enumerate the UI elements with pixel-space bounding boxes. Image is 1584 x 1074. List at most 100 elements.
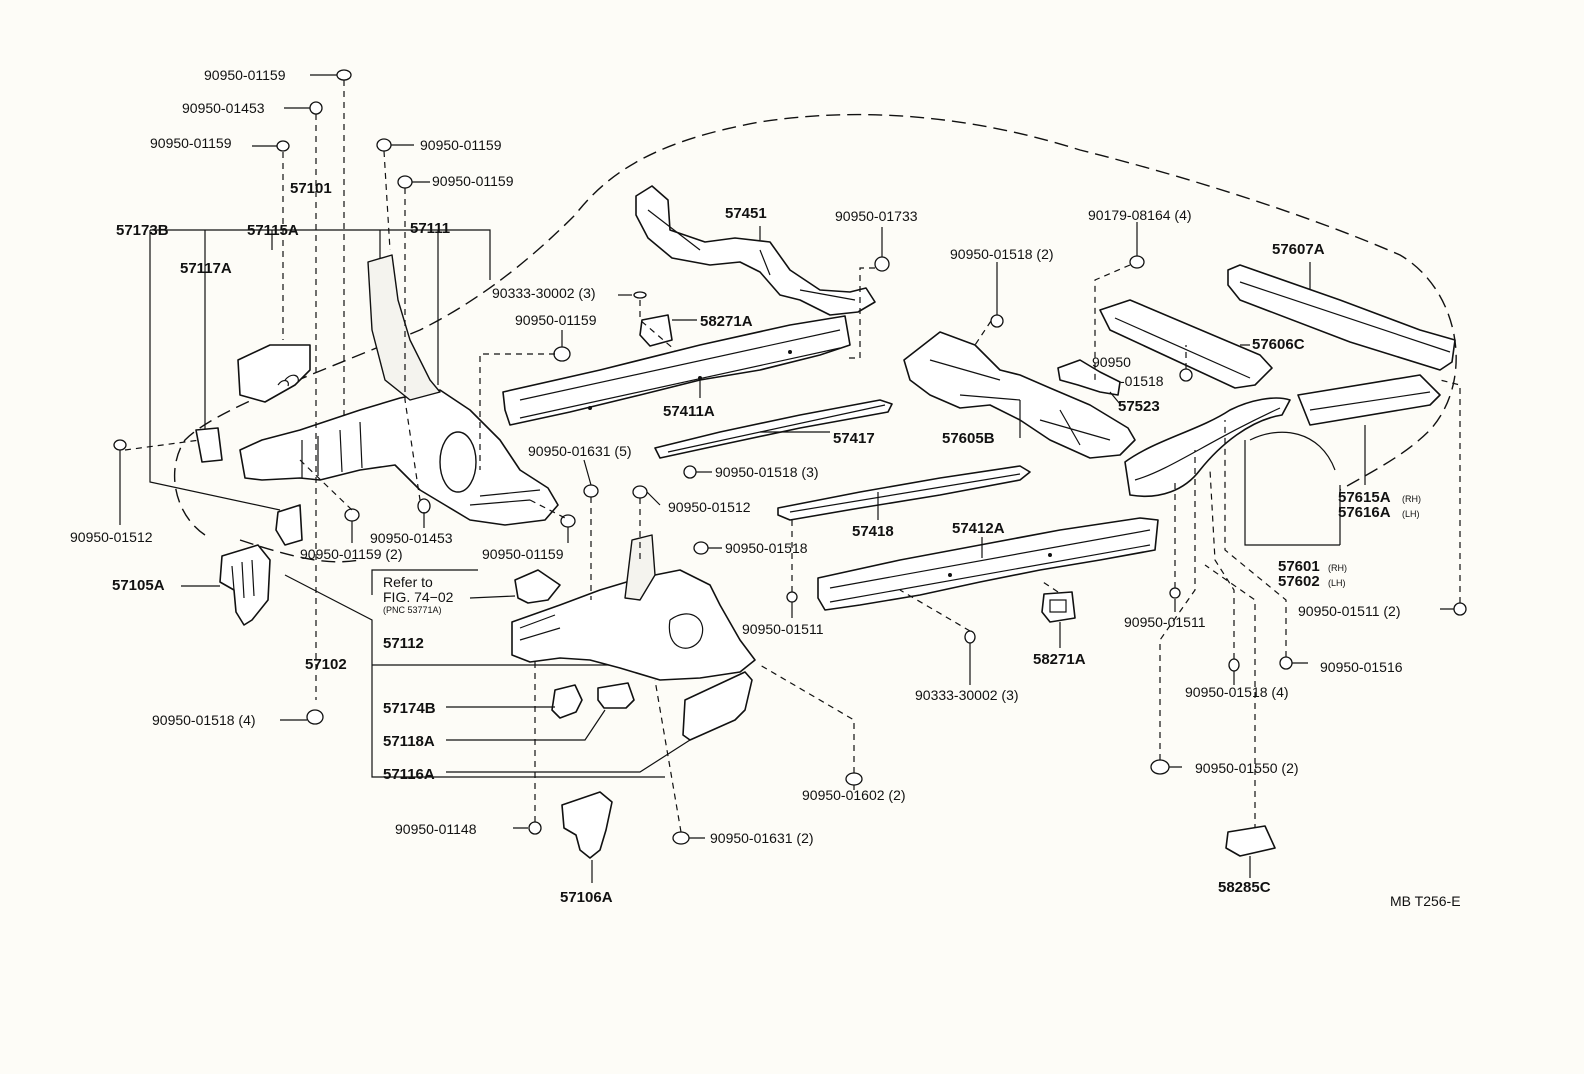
fastener-90950-01733 [874, 256, 890, 272]
label-57411A: 57411A [663, 403, 715, 420]
detail [1049, 599, 1067, 613]
leader [534, 497, 855, 833]
leader [974, 320, 992, 346]
detail [519, 329, 841, 419]
label-57417: 57417 [833, 430, 875, 447]
label-90950-01148: 90950-01148 [395, 821, 477, 837]
label-90333-30002-a: 90333-30002 (3) [492, 285, 596, 301]
label-90950-01159-2: 90950-01159 (2) [300, 546, 402, 562]
label-rh-a: (RH) [1402, 494, 1421, 504]
detail [519, 613, 704, 649]
label-90950-01550: 90950-01550 (2) [1195, 760, 1299, 776]
detail [231, 559, 255, 599]
part-58285C [1225, 825, 1276, 857]
leader [1039, 579, 1059, 593]
label-01518-part: -01518 [1120, 373, 1164, 389]
detail [789, 473, 1021, 513]
fastener-90950-01518-c [1179, 368, 1193, 382]
hole [788, 350, 792, 354]
leader [404, 188, 421, 501]
label-90950-01631-2: 90950-01631 (2) [710, 830, 814, 846]
label-90950-01518-4b: 90950-01518 (4) [1185, 684, 1289, 700]
label-57602: 57602 [1278, 573, 1320, 590]
leader [1169, 599, 1454, 768]
detail [301, 421, 363, 478]
part-57523 [1057, 359, 1121, 396]
label-90950-01511-b: 90950-01511 [1124, 614, 1206, 630]
leader [1094, 264, 1131, 380]
label-90950-01631-5: 90950-01631 (5) [528, 443, 632, 459]
label-57115A: 57115A [247, 222, 299, 239]
leader [1109, 391, 1121, 405]
label-57601: 57601 [1278, 558, 1320, 575]
detail [647, 209, 856, 301]
label-lh-b: (LH) [1328, 578, 1346, 588]
part-57116A [682, 671, 753, 741]
label-lh-a: (LH) [1402, 509, 1420, 519]
group-bracket-57173B [149, 229, 491, 511]
label-90950-01511-2: 90950-01511 (2) [1298, 603, 1400, 619]
label-57606C: 57606C [1252, 336, 1305, 353]
detail [829, 529, 1151, 603]
part-labels: 90950-01159 90950-01453 90950-01159 9095… [70, 67, 1461, 909]
label-90950-01159-f: 90950-01159 [482, 546, 564, 562]
label-57102: 57102 [305, 656, 347, 673]
part-57174B [551, 684, 583, 719]
part-57105A [219, 544, 271, 626]
arch-detail [1249, 431, 1336, 471]
diagram-id: MB T256-E [1390, 893, 1461, 909]
leader [252, 74, 430, 183]
label-pnc: (PNC 53771A) [383, 605, 442, 615]
part-57411A [502, 315, 851, 426]
label-58271A-a: 58271A [700, 313, 753, 330]
part-57451 [635, 185, 876, 316]
fastener-90950-01518-3 [683, 465, 697, 479]
label-58271A-b: 58271A [1033, 651, 1086, 668]
label-57412A: 57412A [952, 520, 1005, 537]
fastener-90950-01159-e [553, 346, 571, 362]
hole [588, 406, 592, 410]
label-57118A: 57118A [383, 733, 435, 750]
label-90950-01602: 90950-01602 (2) [802, 787, 906, 803]
label-57615A: 57615A [1338, 489, 1391, 506]
label-90950-01518-2: 90950-01518 (2) [950, 246, 1054, 262]
label-57523: 57523 [1118, 398, 1160, 415]
part-57606C [1099, 299, 1273, 389]
leader [383, 150, 391, 251]
leader [371, 569, 478, 595]
label-90950-01518-b: 90950-01518 [725, 540, 808, 556]
detail [1309, 391, 1431, 411]
detail [469, 489, 541, 506]
leader [446, 706, 691, 773]
hole [698, 376, 702, 380]
label-90950-01512-a: 90950-01512 [70, 529, 153, 545]
label-57101: 57101 [290, 180, 332, 197]
fastener-90333-b [964, 630, 976, 644]
label-90950-part: 90950 [1092, 354, 1131, 370]
label-90950-01159-b: 90950-01159 [150, 135, 232, 151]
label-57173B: 57173B [116, 222, 169, 239]
label-57418: 57418 [852, 523, 894, 540]
label-90950-01453-b: 90950-01453 [370, 530, 453, 546]
part-58271A-b [1041, 591, 1076, 623]
part-58271A-a [639, 314, 673, 347]
leader [124, 439, 201, 451]
label-57616A: 57616A [1338, 504, 1391, 521]
hole [1048, 553, 1052, 557]
part-57615A [1297, 374, 1441, 426]
fastener-90950-01511-a [786, 591, 798, 603]
label-57106A: 57106A [560, 889, 613, 906]
detail [667, 404, 886, 453]
part-57106A [561, 791, 613, 859]
label-57174B: 57174B [383, 700, 436, 717]
leader [513, 459, 855, 839]
hole [948, 573, 952, 577]
group-bracket-57601 [1244, 440, 1341, 546]
label-58285C: 58285C [1218, 879, 1271, 896]
detail [929, 359, 1111, 446]
leader [845, 267, 875, 359]
part-57118A [597, 682, 635, 709]
label-90179-08164: 90179-08164 (4) [1088, 207, 1192, 223]
part-57412A [817, 517, 1159, 611]
